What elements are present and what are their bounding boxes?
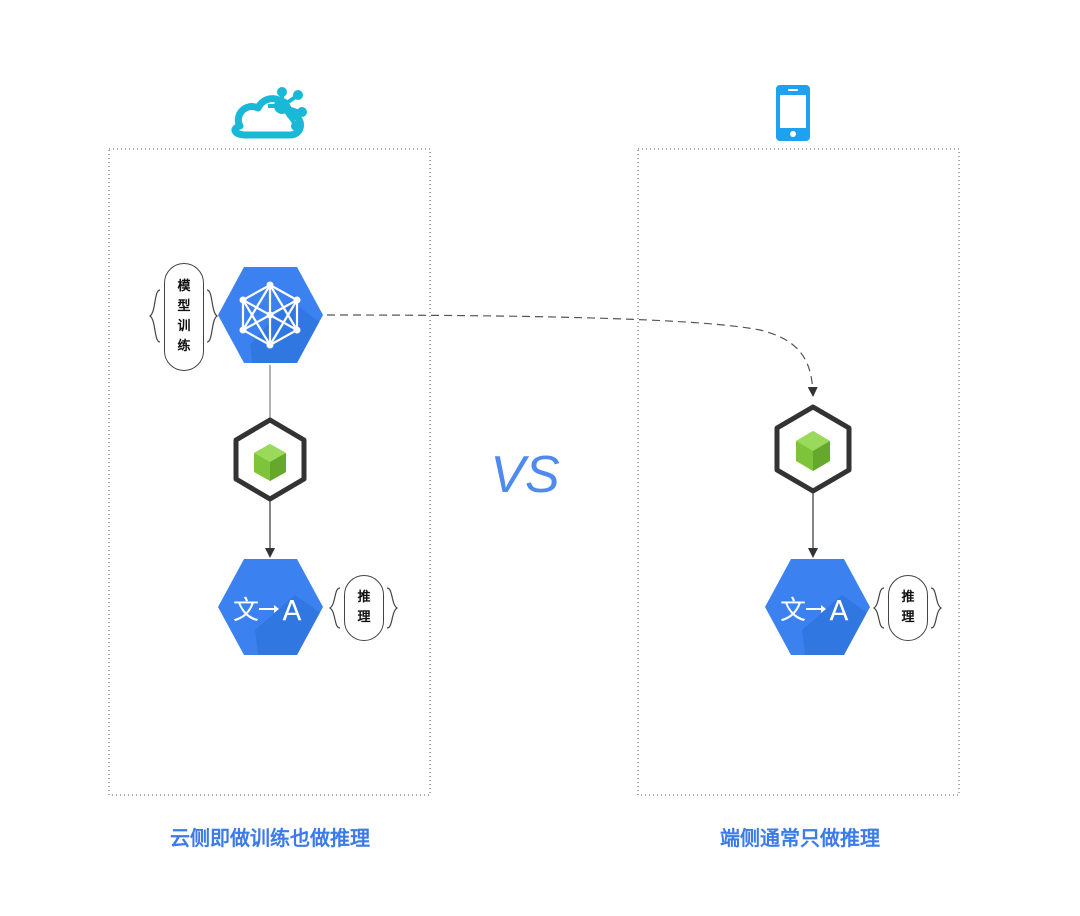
train-label-char: 训 [177, 319, 191, 334]
model-package-icon-cloud [233, 417, 307, 502]
mobile-phone-icon [776, 85, 810, 141]
translate-icon: 文 A [780, 594, 849, 627]
inference-hexagon-device: 文 A [765, 559, 870, 655]
vs-label: VS [490, 446, 560, 504]
brace-infer-device [872, 587, 943, 629]
brace-train [148, 289, 219, 343]
infer-label-char: 理 [901, 610, 915, 625]
infer-label-char: 推 [901, 590, 915, 605]
translate-target-char: A [282, 594, 301, 627]
model-training-hexagon [218, 267, 323, 363]
model-training-label: 模 型 训 练 [164, 263, 204, 371]
inference-hexagon-cloud: 文 A [218, 559, 323, 655]
device-caption: 端侧通常只做推理 [720, 826, 880, 850]
model-deploy-dashed-arrow [326, 314, 818, 397]
translate-target-char: A [829, 594, 848, 627]
brace-infer-cloud [328, 587, 399, 629]
device-panel [637, 148, 960, 796]
translate-source-char: 文 [233, 596, 259, 626]
model-package-icon-device [774, 404, 852, 494]
inference-label-cloud: 推 理 [344, 575, 384, 641]
inference-label-device: 推 理 [888, 575, 928, 641]
train-label-char: 型 [177, 299, 191, 314]
cloud-network-icon [231, 87, 307, 139]
cloud-panel [108, 148, 431, 796]
infer-label-char: 理 [357, 610, 371, 625]
translate-source-char: 文 [780, 596, 806, 626]
cloud-caption: 云侧即做训练也做推理 [170, 826, 370, 850]
train-label-char: 模 [177, 279, 191, 294]
infer-label-char: 推 [357, 590, 371, 605]
train-label-char: 练 [177, 339, 191, 354]
translate-icon: 文 A [233, 594, 302, 627]
